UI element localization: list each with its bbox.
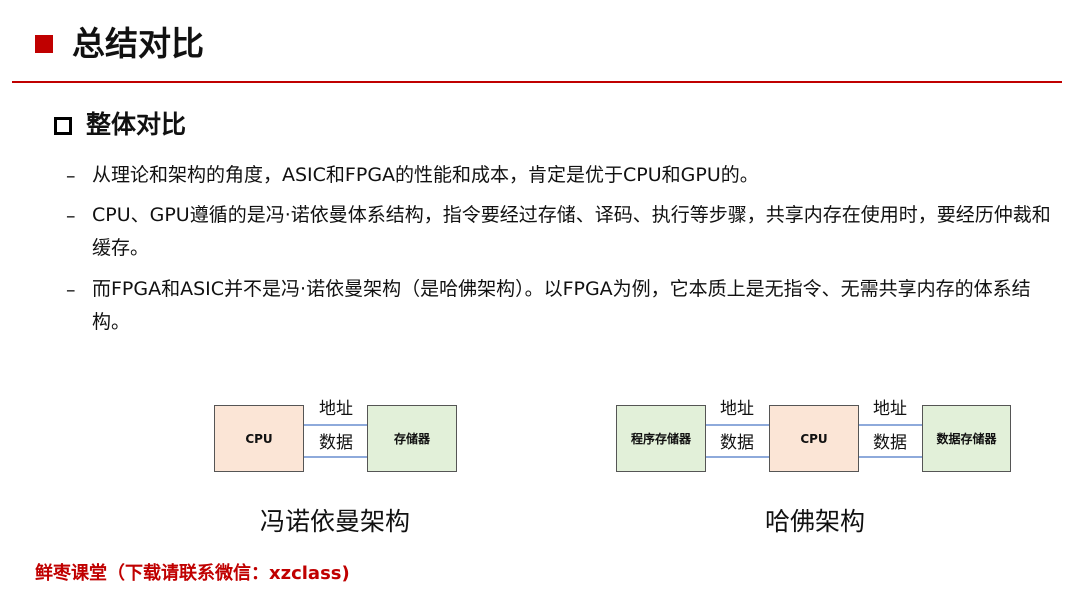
vn-data-label: 数据: [319, 433, 353, 453]
vn-memory-box: 存储器: [367, 405, 457, 472]
bullet-dash: –: [66, 279, 76, 301]
bullet-text-2: CPU、GPU遵循的是冯·诺依曼体系结构，指令要经过存储、译码、执行等步骤，共享…: [92, 204, 1051, 259]
hv-data-bus-left: [706, 456, 769, 458]
title-divider: [12, 81, 1062, 83]
bullet-dash: –: [66, 205, 76, 227]
vn-address-label: 地址: [319, 399, 353, 419]
hv-data-memory-box: 数据存储器: [922, 405, 1011, 472]
vn-caption: 冯诺依曼架构: [259, 507, 411, 536]
hv-data-label-right: 数据: [873, 433, 907, 453]
vn-data-bus: [304, 456, 367, 458]
hv-program-memory-box: 程序存储器: [616, 405, 706, 472]
hv-data-label-left: 数据: [720, 433, 754, 453]
bullet-text-1: 从理论和架构的角度，ASIC和FPGA的性能和成本，肯定是优于CPU和GPU的。: [92, 164, 759, 186]
bullet-text-3: 而FPGA和ASIC并不是冯·诺依曼架构（是哈佛架构）。以FPGA为例，它本质上…: [92, 278, 1031, 333]
hv-address-label-right: 地址: [873, 399, 907, 419]
vn-address-bus: [304, 424, 367, 426]
section-subtitle: 整体对比: [86, 110, 187, 139]
footer-watermark: 鲜枣课堂（下载请联系微信：xzclass): [35, 563, 350, 584]
hv-address-label-left: 地址: [720, 399, 754, 419]
bullet-dash: –: [66, 165, 76, 187]
hv-cpu-box: CPU: [769, 405, 859, 472]
page-title: 总结对比: [72, 24, 204, 63]
hv-address-bus-right: [859, 424, 922, 426]
vn-cpu-box: CPU: [214, 405, 304, 472]
subtitle-marker-icon: [54, 117, 72, 135]
title-marker-icon: [35, 35, 53, 53]
hv-data-bus-right: [859, 456, 922, 458]
hv-caption: 哈佛架构: [764, 507, 866, 536]
hv-address-bus-left: [706, 424, 769, 426]
